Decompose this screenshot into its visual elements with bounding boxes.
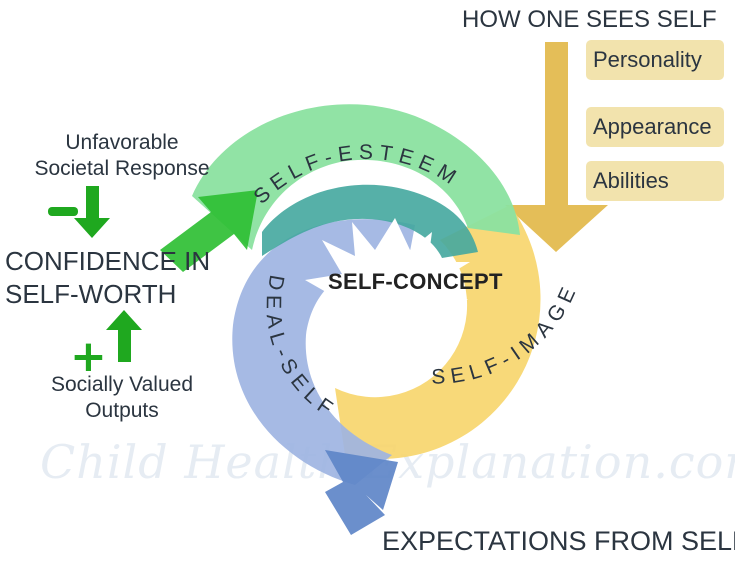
confidence-line-1: CONFIDENCE IN xyxy=(5,246,211,276)
abilities-tag: Abilities xyxy=(586,161,724,201)
socially-valued-outputs-label: Socially Valued Outputs xyxy=(0,372,244,424)
personality-tag: Personality xyxy=(586,40,724,80)
socially-line-2: Outputs xyxy=(85,399,159,422)
blue-up-arrow xyxy=(325,450,398,535)
appearance-tag: Appearance xyxy=(586,107,724,147)
minus-icon xyxy=(48,207,78,216)
ideal-self-arc xyxy=(232,219,415,485)
confidence-line-2: SELF-WORTH xyxy=(5,279,177,309)
confidence-in-self-worth-label: CONFIDENCE IN SELF-WORTH xyxy=(5,245,265,311)
up-arrow-green xyxy=(106,310,142,362)
center-burst xyxy=(305,218,470,360)
plus-icon: + xyxy=(70,331,107,382)
self-image-arc xyxy=(335,205,541,459)
down-arrow-green xyxy=(74,186,110,238)
gold-down-arrow xyxy=(505,42,608,252)
expectations-from-self-heading: EXPECTATIONS FROM SELF xyxy=(382,526,735,556)
how-one-sees-self-heading: HOW ONE SEES SELF xyxy=(462,6,717,33)
self-esteem-arc xyxy=(192,104,520,250)
unfavorable-societal-response-label: Unfavorable Societal Response xyxy=(0,130,244,182)
unfavorable-line-1: Unfavorable xyxy=(65,131,179,154)
green-arrow xyxy=(160,190,258,272)
self-concept-center-label: SELF-CONCEPT xyxy=(328,269,503,294)
socially-line-1: Socially Valued xyxy=(50,373,194,396)
teal-inner-band xyxy=(262,184,478,258)
unfavorable-line-2: Societal Response xyxy=(34,157,210,180)
